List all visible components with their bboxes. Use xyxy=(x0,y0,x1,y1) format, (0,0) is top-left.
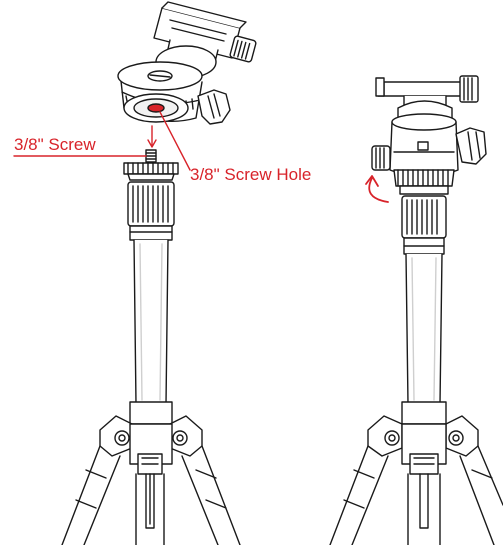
left-tripod xyxy=(61,1,257,545)
right-spider xyxy=(367,415,479,529)
screw-hole-label: 3/8" Screw Hole xyxy=(190,165,312,184)
left-center-column xyxy=(129,239,173,425)
right-legs xyxy=(329,445,503,545)
right-ball-head xyxy=(371,75,487,195)
screw-label: 3/8" Screw xyxy=(14,135,96,154)
right-tripod xyxy=(329,75,503,545)
rotate-arrow-icon xyxy=(365,175,389,203)
annotation-lines xyxy=(13,111,191,171)
left-screw-collar xyxy=(123,149,179,241)
right-center-column xyxy=(401,253,447,425)
right-leg-lock xyxy=(401,195,447,255)
left-ball-head xyxy=(117,1,257,125)
left-legs xyxy=(61,445,241,545)
left-spider xyxy=(99,415,203,529)
